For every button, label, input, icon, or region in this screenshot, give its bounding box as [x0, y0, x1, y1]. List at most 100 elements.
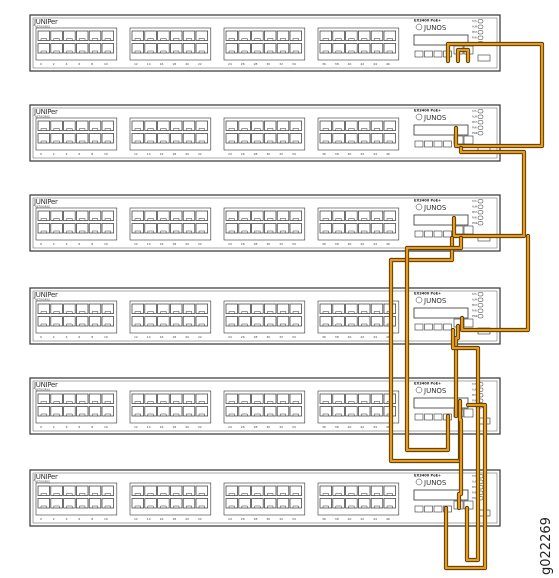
port-latch: [66, 50, 73, 53]
vc-cable-core: [444, 403, 487, 570]
ethernet-port: [345, 133, 358, 144]
port-latch: [335, 413, 342, 416]
port-latch: [104, 323, 111, 326]
ethernet-port: [319, 303, 332, 314]
port-number-label: 26: [241, 152, 245, 156]
ethernet-port: [319, 43, 332, 54]
ethernet-port: [37, 223, 50, 234]
port-latch: [254, 140, 261, 143]
ethernet-port: [251, 133, 264, 144]
port-latch: [160, 230, 167, 233]
ethernet-port: [170, 223, 183, 234]
port-latch: [386, 50, 393, 53]
ethernet-port: [358, 498, 371, 509]
ethernet-port: [358, 406, 371, 417]
ethernet-port: [76, 498, 89, 509]
port-latch: [279, 413, 287, 416]
ethernet-port: [157, 223, 170, 234]
port-group: [35, 207, 118, 241]
ethernet-port: [195, 120, 208, 131]
port-latch: [386, 493, 393, 496]
ethernet-port: [144, 133, 157, 144]
port-number-label: 34: [292, 62, 296, 66]
port-latch: [373, 128, 381, 131]
vc-cable-core: [451, 328, 480, 562]
port-latch: [254, 230, 261, 233]
port-number-label: 46: [386, 242, 390, 246]
port-latch: [134, 50, 141, 53]
port-number-label: 38: [335, 152, 339, 156]
port-latch: [91, 413, 99, 416]
port-latch: [185, 413, 193, 416]
port-group: [129, 27, 212, 61]
port-latch: [241, 311, 248, 314]
ethernet-port: [76, 393, 89, 404]
port-number-label: 10: [104, 62, 108, 66]
ethernet-port: [170, 133, 183, 144]
ethernet-port: [50, 133, 63, 144]
port-latch: [79, 230, 86, 233]
ethernet-port: [345, 485, 358, 496]
ethernet-port: [276, 30, 290, 41]
port-number-label: 12: [134, 517, 138, 521]
port-latch: [279, 493, 287, 496]
port-latch: [198, 140, 205, 143]
ethernet-port: [276, 303, 290, 314]
port-latch: [134, 505, 141, 508]
port-latch: [348, 50, 355, 53]
port-latch: [185, 218, 193, 221]
port-latch: [160, 493, 167, 496]
ethernet-port: [101, 30, 114, 41]
port-latch: [373, 50, 381, 53]
ethernet-port: [332, 223, 345, 234]
port-number-label: 22: [198, 62, 202, 66]
vc-cable: [453, 323, 461, 419]
port-latch: [267, 323, 274, 326]
ethernet-port: [88, 485, 102, 496]
model-label: EX3400 PoE+: [414, 199, 441, 203]
ethernet-port: [264, 210, 277, 221]
ethernet-port: [225, 498, 238, 509]
ethernet-port: [170, 406, 183, 417]
port-group: [223, 117, 306, 151]
port-latch: [292, 50, 299, 53]
port-latch: [66, 38, 73, 41]
ethernet-port: [157, 120, 170, 131]
port-latch: [267, 493, 274, 496]
ethernet-port: [37, 133, 50, 144]
ethernet-port: [276, 223, 290, 234]
port-number-label: 14: [147, 152, 151, 156]
led-label: PWR: [472, 315, 478, 318]
port-latch: [198, 401, 205, 404]
ethernet-port: [276, 120, 290, 131]
port-latch: [53, 413, 60, 416]
status-led: [477, 114, 484, 119]
ethernet-port: [264, 133, 277, 144]
port-latch: [79, 311, 86, 314]
port-number-label: 24: [228, 517, 232, 521]
ethernet-port: [289, 133, 302, 144]
port-latch: [91, 311, 99, 314]
port-latch: [40, 413, 47, 416]
status-led: [477, 308, 484, 313]
port-group: [223, 207, 306, 241]
port-latch: [348, 493, 355, 496]
port-number-label: 16: [160, 62, 164, 66]
port-number-label: 16: [160, 152, 164, 156]
port-latch: [134, 493, 141, 496]
port-latch: [198, 493, 205, 496]
ethernet-port: [276, 43, 290, 54]
port-latch: [335, 128, 342, 131]
port-number-label: 12: [134, 425, 138, 429]
port-number-label: 30: [266, 152, 270, 156]
port-number-label: 46: [386, 335, 390, 339]
ethernet-port: [358, 393, 371, 404]
vc-cable: [459, 233, 531, 333]
port-latch: [267, 413, 274, 416]
ethernet-port: [76, 406, 89, 417]
port-number-label: 24: [228, 242, 232, 246]
ethernet-port: [251, 43, 264, 54]
port-latch: [53, 218, 60, 221]
port-latch: [254, 401, 261, 404]
